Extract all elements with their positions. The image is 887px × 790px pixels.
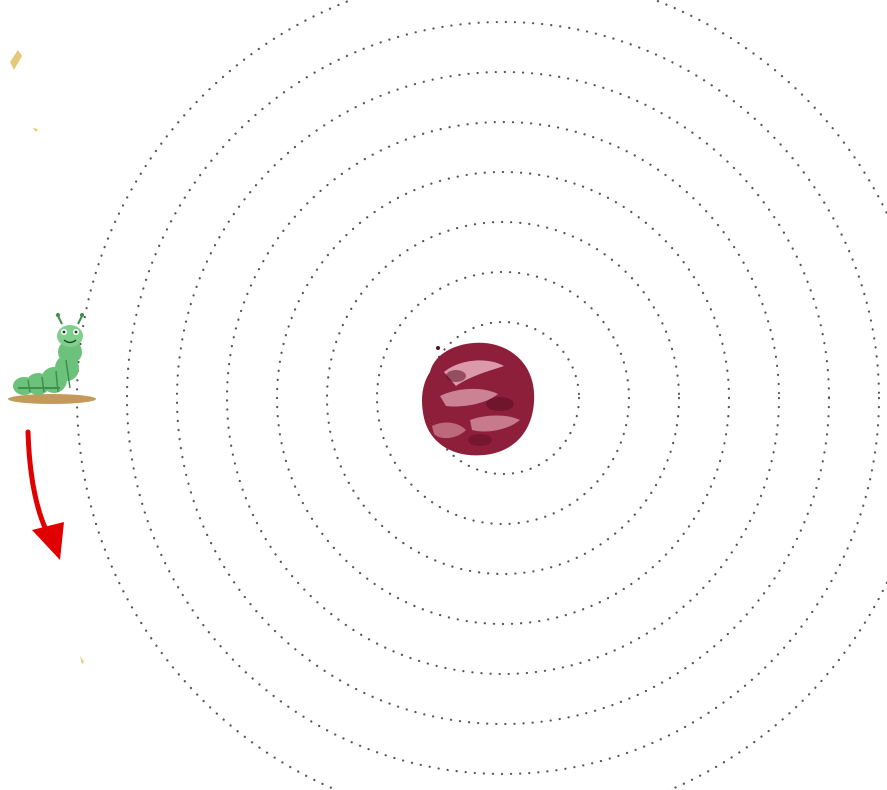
curved-arrow-down-icon bbox=[25, 429, 64, 560]
dotted-ring bbox=[425, 320, 581, 476]
dotted-ring bbox=[375, 270, 631, 526]
fruit-icon bbox=[422, 342, 535, 456]
dotted-ring bbox=[225, 120, 781, 676]
dotted-ring bbox=[275, 170, 731, 626]
dotted-ring bbox=[125, 20, 881, 776]
decorative-specks bbox=[10, 50, 84, 664]
caterpillar-icon bbox=[8, 313, 96, 404]
dotted-ring bbox=[175, 70, 831, 726]
dotted-ring bbox=[325, 220, 681, 576]
